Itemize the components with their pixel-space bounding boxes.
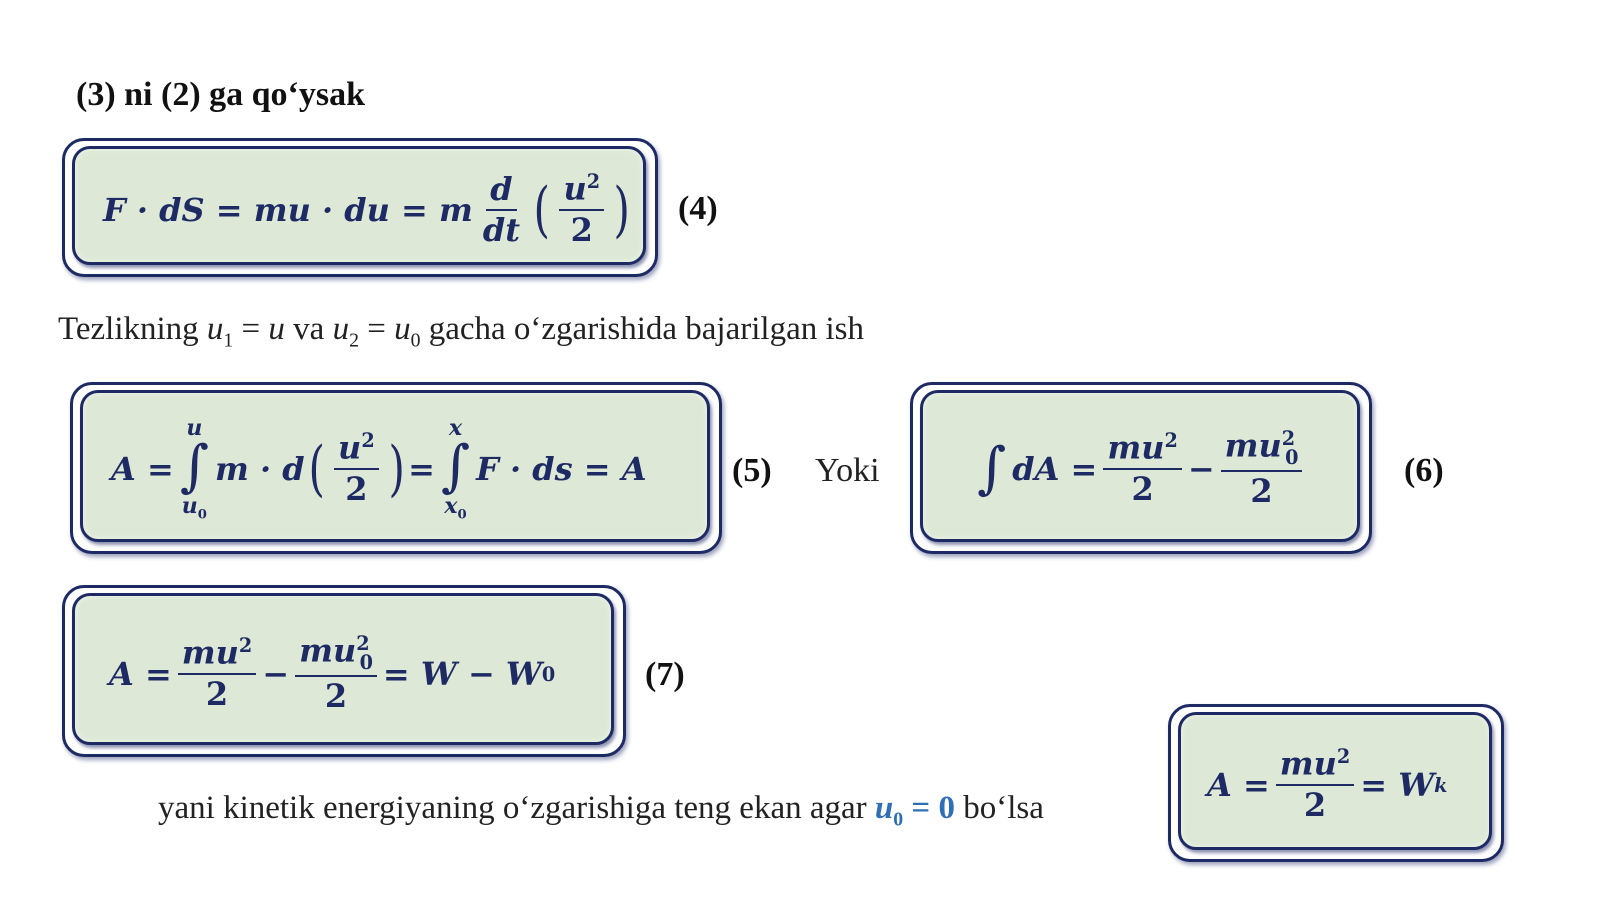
sentence-u1-sub: 1 xyxy=(223,329,234,352)
eq5-int1-lower: u0 xyxy=(181,492,207,523)
bottom-tail: bo‘lsa xyxy=(954,790,1044,826)
eq5-lhs: A = xyxy=(111,450,174,488)
eq6-lhs: dA = xyxy=(1012,450,1098,488)
eq7-frac1-den: 2 xyxy=(205,675,229,714)
eq7-rhs: = W − W xyxy=(382,655,542,693)
kinetic-energy-sentence: yani kinetik energiyaning o‘zgarishiga t… xyxy=(158,790,1044,832)
section-heading: (3) ni (2) ga qo‘ysak xyxy=(76,76,366,113)
eq7-frac-2: mu20 2 xyxy=(295,633,377,714)
velocity-sentence: Tezlikning u1 = u va u2 = u0 gacha o‘zga… xyxy=(58,311,864,353)
sentence-part-1: Tezlikning xyxy=(58,311,207,347)
equation-6: ∫ dA = mu2 2 − mu20 2 xyxy=(971,401,1308,537)
sentence-u2: u xyxy=(332,311,350,347)
eq4-lhs: F · dS = mu · du = m xyxy=(103,191,473,229)
eq6-frac1-den: 2 xyxy=(1131,470,1154,509)
sentence-part-3: gacha o‘zgarishida bajarilgan ish xyxy=(420,311,864,347)
bottom-condition: u0 = 0 xyxy=(874,790,955,831)
eq4-paren-left: ( xyxy=(533,175,550,245)
eq7-lhs: A = xyxy=(109,655,172,693)
eq6-frac2-den: 2 xyxy=(1250,472,1273,511)
eq7-rhs-sub: 0 xyxy=(541,662,556,686)
eq4-derivative: d dt xyxy=(479,171,524,249)
equation-5: A = u ∫ u0 m · d ( u2 2 ) = x ∫ x0 F · d… xyxy=(111,401,647,537)
integral-icon: ∫ xyxy=(179,433,209,499)
integral-icon: ∫ xyxy=(440,433,471,499)
eq4-u2-num: u2 xyxy=(559,171,605,212)
eq7-frac-1: mu2 2 xyxy=(177,635,257,714)
eq6-frac-1: mu2 2 xyxy=(1103,430,1182,509)
eq8-frac-den: 2 xyxy=(1303,786,1327,825)
equation-6-panel xyxy=(920,390,1360,542)
yoki-label: Yoki xyxy=(815,452,880,489)
kinetic-energy-panel xyxy=(1178,712,1492,850)
eq7-minus: − xyxy=(262,655,290,693)
eq8-frac-num: mu2 xyxy=(1275,746,1355,787)
eq8-lhs: A = xyxy=(1207,766,1270,804)
equation-5-number: (5) xyxy=(732,452,772,489)
sentence-part-2: va xyxy=(284,311,333,347)
sentence-u2-sub: 2 xyxy=(349,329,359,352)
eq5-u2-over-2: u2 2 xyxy=(334,430,379,507)
eq6-frac-2: mu20 2 xyxy=(1220,428,1303,511)
sentence-eq2: = xyxy=(358,311,395,347)
equation-6-box: ∫ dA = mu2 2 − mu20 2 xyxy=(910,382,1372,554)
eq7-frac2-den: 2 xyxy=(324,677,348,716)
eq5-paren-left: ( xyxy=(308,434,325,504)
eq5-mid: m · d xyxy=(214,450,305,488)
eq5-integral-2: x ∫ x0 xyxy=(441,417,470,522)
eq5-u2-num: u2 xyxy=(334,430,379,471)
eq7-frac1-num: mu2 xyxy=(177,635,257,676)
eq5-rhs: F · ds = A xyxy=(476,450,647,488)
eq8-rhs-sub: k xyxy=(1434,773,1448,797)
eq6-minus: − xyxy=(1187,450,1215,488)
equation-6-number: (6) xyxy=(1404,452,1444,489)
sentence-u0-sub: 0 xyxy=(410,329,421,352)
eq7-frac2-num: mu20 xyxy=(295,633,377,678)
equation-4-box: F · dS = mu · du = m d dt ( u2 2 ) xyxy=(62,138,658,277)
eq6-integral: ∫ xyxy=(977,441,1006,497)
eq6-frac1-num: mu2 xyxy=(1103,430,1182,471)
eq4-u2-over-2: u2 2 xyxy=(559,171,605,250)
eq6-frac2-num: mu20 xyxy=(1220,428,1303,473)
equation-5-panel xyxy=(80,390,710,542)
equation-7-panel xyxy=(72,593,614,745)
eq5-int2-lower: x0 xyxy=(444,492,467,523)
equation-4: F · dS = mu · du = m d dt ( u2 2 ) xyxy=(103,155,633,265)
sentence-u: u xyxy=(268,311,285,347)
eq4-dt-den: dt xyxy=(482,211,521,249)
sentence-u1: u xyxy=(206,311,224,347)
eq5-equals: = xyxy=(408,450,435,488)
integral-icon: ∫ xyxy=(977,436,1007,501)
eq4-paren-right: ) xyxy=(613,175,630,245)
equation-7-number: (7) xyxy=(645,656,685,693)
sentence-eq1: = xyxy=(233,311,269,347)
eq8-frac: mu2 2 xyxy=(1275,746,1355,825)
eq4-d-num: d xyxy=(486,171,517,211)
eq5-paren-right: ) xyxy=(388,434,405,504)
eq5-int2-upper: x xyxy=(448,414,463,441)
eq4-den: 2 xyxy=(570,211,593,250)
equation-4-panel xyxy=(72,146,646,265)
equation-5-box: A = u ∫ u0 m · d ( u2 2 ) = x ∫ x0 F · d… xyxy=(70,382,722,554)
bottom-text: yani kinetik energiyaning o‘zgarishiga t… xyxy=(158,790,875,826)
eq5-integral-1: u ∫ u0 xyxy=(180,417,209,522)
equation-4-number: (4) xyxy=(678,190,718,227)
sentence-u0: u xyxy=(394,311,411,347)
eq5-den: 2 xyxy=(345,470,368,509)
eq8-rhs: = W xyxy=(1360,766,1435,804)
eq5-int1-upper: u xyxy=(186,414,203,441)
